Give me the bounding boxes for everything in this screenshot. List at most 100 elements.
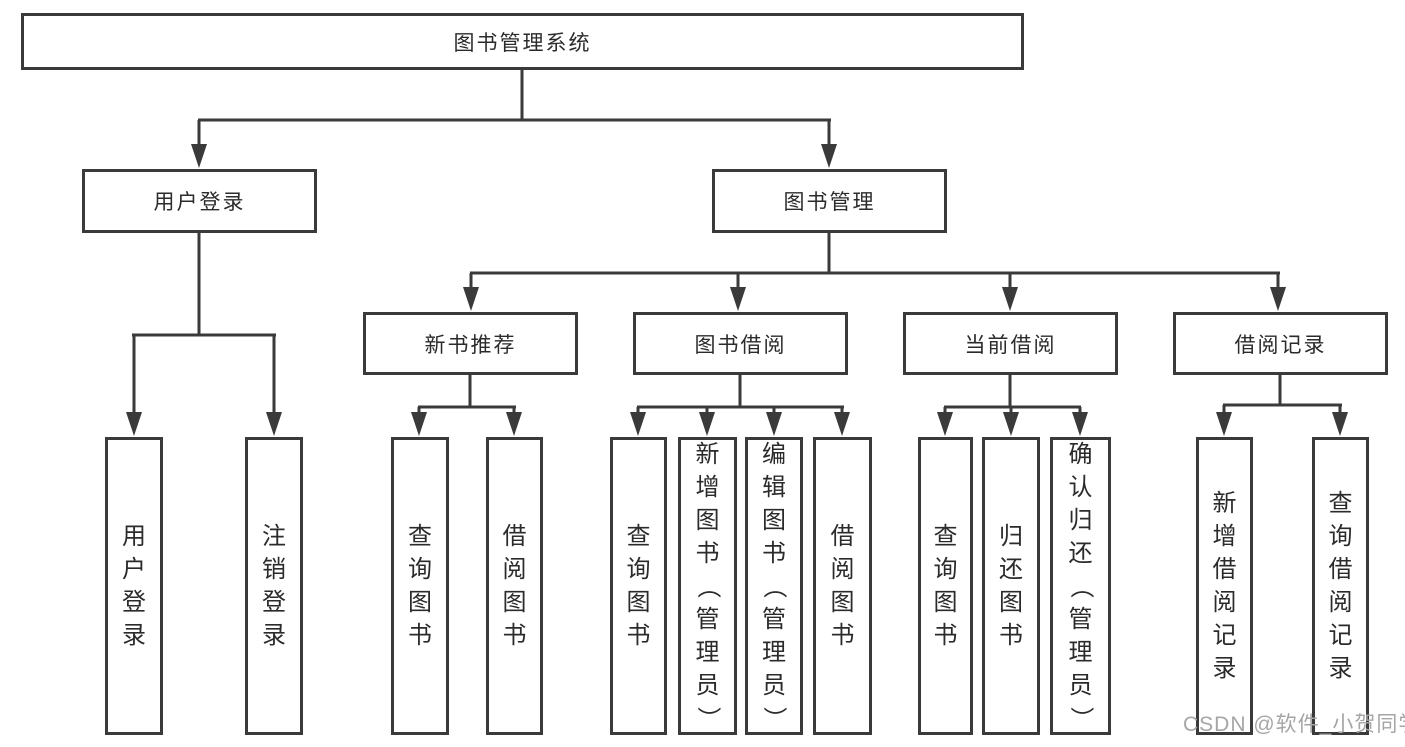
node-add-borrow-record: 新增借阅记录	[1196, 437, 1253, 735]
vertical-char: 增	[695, 473, 720, 501]
vertical-char: 图	[502, 589, 527, 616]
arrowhead-icon	[191, 144, 207, 168]
vertical-char: 查	[408, 523, 432, 550]
node-borrow-books-recommend: 借阅图书	[486, 437, 543, 735]
vertical-char: 图	[933, 589, 958, 616]
node-book-borrowing: 图书借阅	[633, 312, 848, 375]
arrowhead-icon	[126, 412, 142, 436]
vertical-char: 书	[999, 622, 1023, 649]
arrowhead-icon	[411, 412, 427, 436]
vertical-char: 图	[999, 589, 1023, 616]
vertical-char: 借	[830, 523, 855, 550]
vertical-char: 查	[933, 523, 958, 550]
vertical-char: 理	[762, 638, 786, 666]
node-borrowing-records: 借阅记录	[1173, 312, 1388, 375]
vertical-char: （	[694, 574, 721, 598]
vertical-char: 归	[999, 523, 1023, 550]
vertical-char: 增	[1212, 523, 1237, 550]
vertical-char: 书	[502, 622, 527, 649]
vertical-char: 管	[1068, 605, 1093, 633]
vertical-char: 管	[695, 605, 720, 633]
arrowhead-icon	[699, 412, 715, 436]
vertical-char: 图	[762, 506, 786, 534]
vertical-char: 询	[1328, 523, 1353, 550]
vertical-char: 书	[830, 622, 855, 649]
arrowhead-icon	[1072, 412, 1088, 436]
vertical-char: 管	[762, 605, 786, 633]
arrowhead-icon	[1216, 412, 1232, 436]
node-label: 新书推荐	[424, 333, 517, 357]
arrowhead-icon	[1003, 412, 1019, 436]
vertical-char: 理	[695, 638, 720, 666]
vertical-char: 图	[830, 589, 855, 616]
vertical-char: 询	[408, 556, 432, 583]
vertical-char: 登	[262, 589, 286, 616]
vertical-char: 员	[762, 671, 786, 699]
node-library-management-system: 图书管理系统	[21, 13, 1024, 70]
vertical-char: 记	[1212, 622, 1237, 649]
vertical-char: 编	[762, 440, 786, 468]
node-query-books-current: 查询图书	[918, 437, 973, 735]
vertical-char: 注	[262, 523, 286, 550]
node-query-books-recommend: 查询图书	[391, 437, 449, 735]
vertical-char: ）	[694, 706, 721, 730]
csdn-watermark: CSDN @软件_小贺同学	[1183, 713, 1405, 736]
arrowhead-icon	[937, 412, 953, 436]
vertical-char: 录	[1328, 655, 1353, 682]
node-user-login-branch: 用户登录	[82, 169, 317, 233]
node-label: 图书借阅	[694, 333, 787, 357]
node-borrow-books: 借阅图书	[813, 437, 872, 735]
arrowhead-icon	[766, 412, 782, 436]
vertical-char: 书	[762, 539, 786, 567]
node-label: 当前借阅	[964, 333, 1057, 357]
vertical-char: 阅	[830, 556, 855, 583]
vertical-char: 理	[1068, 638, 1093, 666]
vertical-char: 还	[999, 556, 1023, 583]
vertical-char: 辑	[762, 473, 786, 501]
arrowhead-icon	[730, 287, 746, 311]
node-confirm-return-admin: 确认归还（管理员）	[1050, 437, 1111, 735]
vertical-char: 用	[122, 523, 146, 550]
arrowhead-icon	[1002, 287, 1018, 311]
arrowhead-icon	[630, 412, 646, 436]
vertical-char: 询	[933, 556, 958, 583]
vertical-char: 户	[122, 556, 146, 583]
node-new-book-recommendation: 新书推荐	[363, 312, 578, 375]
vertical-char: 新	[695, 440, 720, 468]
node-query-books-borrowing: 查询图书	[610, 437, 667, 735]
vertical-char: 书	[695, 539, 720, 567]
vertical-char: 记	[1328, 622, 1353, 649]
vertical-char: ）	[760, 706, 788, 730]
node-label: 借阅记录	[1234, 333, 1327, 357]
node-label: 用户登录	[153, 191, 246, 214]
node-user-login: 用户登录	[105, 437, 163, 735]
vertical-char: 借	[1328, 556, 1353, 583]
node-edit-book-admin: 编辑图书 （ 管理员 ）	[745, 437, 803, 735]
vertical-char: 归	[1068, 506, 1093, 534]
node-logout-login: 注销登录	[245, 437, 303, 735]
vertical-char: 确	[1068, 440, 1093, 468]
vertical-char: 阅	[1328, 589, 1353, 616]
node-current-borrowing: 当前借阅	[903, 312, 1118, 375]
vertical-char: 录	[262, 622, 286, 649]
vertical-char: 阅	[502, 556, 527, 583]
vertical-char: 书	[626, 622, 651, 649]
vertical-char: 阅	[1212, 589, 1237, 616]
vertical-char: （	[1067, 574, 1094, 598]
vertical-char: 查	[626, 523, 651, 550]
arrowhead-icon	[821, 144, 837, 168]
vertical-char: 员	[1068, 671, 1093, 699]
arrowhead-icon	[266, 412, 282, 436]
vertical-char: 查	[1328, 490, 1353, 517]
arrowhead-icon	[506, 412, 522, 436]
vertical-char: 还	[1068, 539, 1093, 567]
node-add-book-admin: 新增图书（管理员）	[678, 437, 737, 735]
vertical-char: 书	[933, 622, 958, 649]
vertical-char: 借	[502, 523, 527, 550]
vertical-char: 图	[626, 589, 651, 616]
vertical-char: ）	[1067, 706, 1094, 730]
arrowhead-icon	[463, 287, 479, 311]
vertical-char: （	[760, 574, 788, 598]
node-query-borrow-record: 查询借阅记录	[1312, 437, 1369, 735]
